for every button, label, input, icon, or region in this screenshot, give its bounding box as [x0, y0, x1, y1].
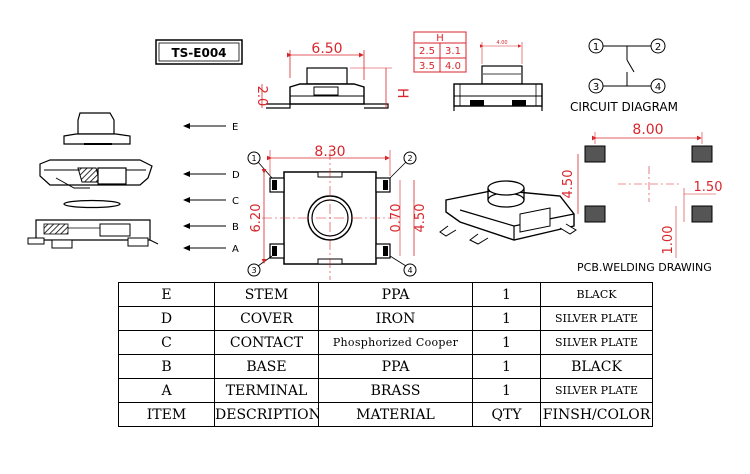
- bom-material: BRASS: [318, 378, 473, 403]
- bom-material: Phosphorized Cooper: [318, 330, 473, 355]
- top-pin-3: 3: [251, 266, 256, 275]
- height-cell: 3.5: [419, 61, 435, 72]
- bom-header-description: DESCRIPTION: [214, 402, 319, 427]
- exploded-label-e: E: [232, 122, 238, 133]
- height-cell: 3.1: [445, 46, 461, 57]
- bom-description: STEM: [214, 282, 319, 307]
- exploded-view: E D C B A: [27, 112, 240, 255]
- bom-qty: 1: [472, 330, 541, 355]
- side-width-dim: 6.50: [311, 41, 342, 57]
- height-table-header: H: [436, 33, 444, 44]
- bom-header-material: MATERIAL: [318, 402, 473, 427]
- top-view: 1 2 3 4 8.30 6.20 4.50 0.70: [247, 144, 428, 280]
- height-cell: 4.0: [445, 61, 461, 72]
- bom-finish: SILVER PLATE: [540, 378, 653, 403]
- top-pin-2: 2: [407, 154, 412, 163]
- isometric-view: [439, 180, 577, 245]
- circuit-pin-1: 1: [593, 42, 599, 53]
- bom-header-item: ITEM: [118, 402, 215, 427]
- bom-item: B: [118, 354, 215, 379]
- top-stem-dim: 0.70: [389, 204, 404, 233]
- bom-qty: 1: [472, 306, 541, 331]
- table-row: C CONTACT Phosphorized Cooper 1 SILVER P…: [118, 330, 653, 355]
- bom-qty: 1: [472, 354, 541, 379]
- bom-qty: 1: [472, 378, 541, 403]
- top-side-dim: 4.50: [413, 204, 428, 233]
- side-h-label: H: [394, 88, 410, 99]
- side-height-dim: 2.0: [254, 86, 269, 107]
- bom-description: COVER: [214, 306, 319, 331]
- table-header-row: ITEM DESCRIPTION MATERIAL QTY FINSH/COLO…: [118, 402, 653, 427]
- circuit-pin-3: 3: [593, 82, 599, 93]
- bom-table: E STEM PPA 1 BLACK D COVER IRON 1 SILVER…: [118, 282, 653, 427]
- top-pin-1: 1: [251, 154, 256, 163]
- height-cell: 2.5: [419, 46, 435, 57]
- bom-item: C: [118, 330, 215, 355]
- model-label-box: TS-E004: [155, 39, 243, 65]
- table-row: E STEM PPA 1 BLACK: [118, 282, 653, 307]
- exploded-label-d: D: [232, 170, 240, 181]
- exploded-label-c: C: [232, 196, 239, 207]
- table-row: B BASE PPA 1 BLACK: [118, 354, 653, 379]
- circuit-pin-2: 2: [655, 42, 661, 53]
- bom-finish: SILVER PLATE: [540, 330, 653, 355]
- pcb-height-dim: 4.50: [561, 170, 576, 199]
- circuit-title: CIRCUIT DIAGRAM: [570, 100, 678, 114]
- model-label: TS-E004: [171, 46, 226, 60]
- bom-item: E: [118, 282, 215, 307]
- bom-finish: BLACK: [540, 354, 653, 379]
- side-view: 6.50 2.0 H: [254, 41, 410, 109]
- pcb-pad-width-dim: 1.50: [694, 180, 723, 195]
- bom-material: IRON: [318, 306, 473, 331]
- bom-material: PPA: [318, 354, 473, 379]
- table-row: D COVER IRON 1 SILVER PLATE: [118, 306, 653, 331]
- bom-header-qty: QTY: [472, 402, 541, 427]
- pcb-title: PCB.WELDING DRAWING: [577, 261, 712, 274]
- bom-item: A: [118, 378, 215, 403]
- top-width-dim: 8.30: [314, 144, 345, 160]
- pcb-width-dim: 8.00: [632, 122, 663, 138]
- front-view: 4.00: [453, 40, 543, 111]
- top-pin-4: 4: [407, 266, 412, 275]
- pcb-drawing: 8.00 4.50 1.50 1.00 PCB.WELDING DRAWING: [561, 122, 722, 274]
- bom-item: D: [118, 306, 215, 331]
- bom-header-finish: FINSH/COLOR: [540, 402, 653, 427]
- exploded-label-a: A: [232, 244, 239, 255]
- front-small-dim: 4.00: [496, 40, 507, 46]
- bom-material: PPA: [318, 282, 473, 307]
- bom-qty: 1: [472, 282, 541, 307]
- bom-description: BASE: [214, 354, 319, 379]
- table-row: A TERMINAL BRASS 1 SILVER PLATE: [118, 378, 653, 403]
- top-height-dim: 6.20: [249, 204, 264, 233]
- bom-finish: SILVER PLATE: [540, 306, 653, 331]
- exploded-label-b: B: [232, 222, 239, 233]
- circuit-diagram: 1 2 3 4 CIRCUIT DIAGRAM: [570, 38, 678, 114]
- bom-finish: BLACK: [540, 282, 653, 307]
- height-table: H 2.5 3.1 3.5 4.0: [413, 31, 467, 73]
- bom-description: TERMINAL: [214, 378, 319, 403]
- pcb-pad-height-dim: 1.00: [661, 226, 676, 255]
- circuit-pin-4: 4: [655, 82, 661, 93]
- bom-description: CONTACT: [214, 330, 319, 355]
